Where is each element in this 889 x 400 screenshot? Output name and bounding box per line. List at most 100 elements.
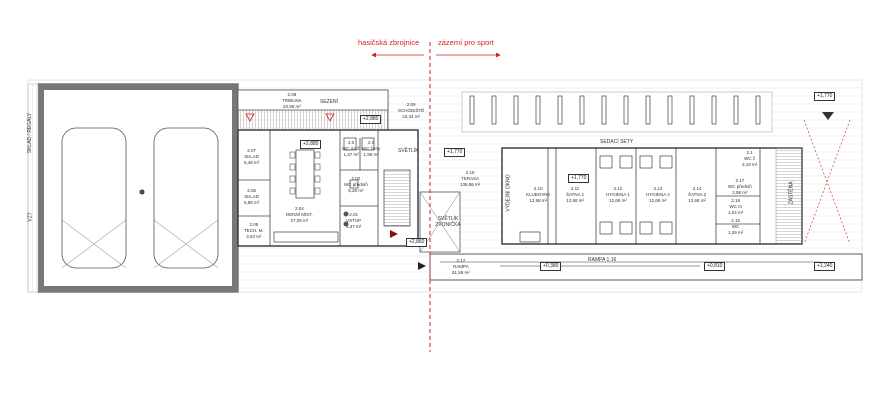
room-area: 12,68 m²	[566, 198, 584, 203]
ramp	[429, 253, 863, 281]
room-area: 5,48 m²	[244, 160, 260, 165]
room-num: 2.1	[746, 150, 753, 155]
rampa-slope-label: RAMPA 1:16	[588, 257, 617, 263]
room-name: TRIBUNA	[282, 98, 302, 103]
room-name: WC ž	[744, 156, 756, 161]
room-num: 2.07	[247, 148, 257, 153]
room-name: RAMPA	[453, 264, 469, 269]
level-tag: +2,860	[406, 238, 428, 247]
level-tag: +1,770	[444, 148, 466, 157]
room-name: ŠATNA 1	[566, 192, 585, 197]
sklad-regaly-label: SKLAD / REGÁLY	[27, 112, 34, 154]
room-num: 2.0	[368, 140, 375, 145]
room-area: 136,56 m²	[460, 182, 481, 187]
room-num: 2.14	[692, 186, 702, 191]
level-tag: +1,770	[568, 174, 590, 183]
room-num: 2.01	[349, 212, 359, 217]
level-tag: +1,240	[814, 262, 836, 271]
room-name: SKLAD	[244, 154, 260, 159]
room-name: TERASA	[461, 176, 480, 181]
room-area: 3,63 m²	[246, 234, 262, 239]
room-name: HYGIENA 2	[646, 192, 670, 197]
level-tag: +0,810	[704, 262, 726, 271]
room-name: DENNÍ MÍST.	[286, 212, 313, 217]
garage	[27, 83, 239, 293]
room-area: 27,09 m²	[290, 218, 309, 223]
sedaci-sety-label: SEDACÍ SETY	[600, 139, 634, 145]
sport-block	[419, 91, 851, 253]
level-tag: +2,880	[300, 140, 322, 149]
room-num: 2.17	[456, 258, 466, 263]
room-name: WC předsíň	[344, 182, 368, 187]
room-area: 1,29 m²	[728, 230, 744, 235]
vzt-label: VZT	[27, 212, 34, 222]
room-num: 2.08	[287, 92, 297, 97]
level-tag: +1,770	[814, 92, 836, 101]
room-area: 12,68 m²	[649, 198, 667, 203]
room-area: 20,95 m²	[283, 104, 301, 109]
room-num: 2.04	[295, 206, 304, 211]
room-num: 2.05	[249, 222, 259, 227]
room-name: KLUBOVNA	[526, 192, 551, 197]
room-name: WC	[731, 224, 740, 229]
room-name: WC předsíň	[728, 184, 752, 189]
room-num: 2.11	[570, 186, 580, 191]
room-num: 2.09	[406, 102, 416, 107]
room-name: SCHODIŠTĚ	[398, 108, 425, 113]
room-name: HYGIENA 1	[606, 192, 630, 197]
room-name: SKLAD	[244, 194, 260, 199]
room-num: 2.15	[731, 218, 741, 223]
room-area: 12,68 m²	[529, 198, 548, 203]
zastena-label: ZÁSTĚNA	[788, 181, 795, 205]
room-area: 51,59 m²	[452, 270, 470, 275]
room-num: 2.06	[247, 188, 257, 193]
room-num: 2.13	[653, 186, 663, 191]
room-num: 2.12	[613, 186, 623, 191]
room-area: 2,58 m²	[732, 190, 748, 195]
zone-right-label: zázemí pro sport	[438, 38, 494, 47]
room-name: VSTUP	[346, 218, 362, 223]
room-area: 1,37 m²	[343, 152, 359, 157]
room-area: 5,37 m²	[346, 224, 362, 229]
level-tag: +0,380	[540, 262, 562, 271]
room-area: 5,28 m²	[348, 188, 364, 193]
room-num: 2.0	[347, 140, 355, 145]
room-area: 12,68 m²	[609, 198, 627, 203]
sezeni-label: SEZENÍ	[320, 99, 339, 105]
room-name: WC ženy	[362, 146, 381, 151]
level-tag: +2,880	[360, 115, 382, 124]
vydejni-okno-label: VÝDEJNÍ OKNO	[505, 174, 512, 212]
svetlik-zvonicka-label: SVĚTLÍK ZVONIČKA	[435, 216, 461, 228]
room-name: TECH. M.	[244, 228, 264, 233]
room-num: 2.10	[533, 186, 543, 191]
room-area: 23,34 m²	[402, 114, 421, 119]
room-name: WC m	[729, 204, 742, 209]
fire-station	[237, 89, 426, 270]
zone-left-label: hasičská zbrojnice	[358, 38, 420, 47]
room-num: 2.16	[465, 170, 475, 175]
room-area: 12,68 m²	[688, 198, 706, 203]
room-area: 1,04 m²	[728, 210, 744, 215]
room-num: 2.18	[731, 198, 741, 203]
